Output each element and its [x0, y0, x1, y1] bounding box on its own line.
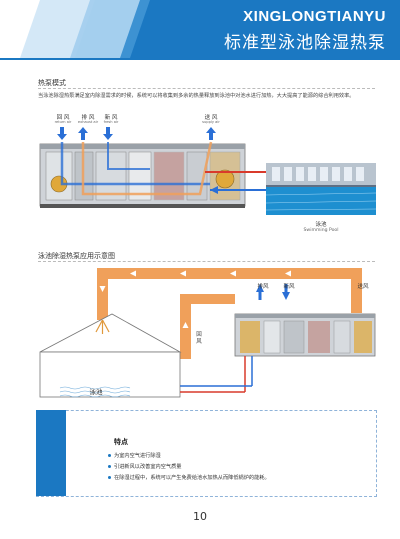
- label-fresh-air-en: fresh air: [103, 120, 119, 124]
- features-accent-bar: [36, 410, 66, 496]
- intro-paragraph: 当泳池除湿热泵满足室内除湿需求的时候，系统可以将收集到多余的热量释放到泳池中对池…: [38, 93, 355, 99]
- page-title: 标准型泳池除湿热泵: [224, 33, 386, 53]
- application-diagram: [39, 268, 376, 398]
- pool-label-en: Swimming Pool: [303, 228, 339, 233]
- label-return: 回风: [196, 332, 202, 345]
- feature-item: 引进新风以改善室内空气质量: [107, 464, 182, 470]
- label-return-air-en: return air: [54, 120, 72, 124]
- airflow-arrows: [57, 127, 216, 140]
- features-title: 特点: [114, 438, 128, 446]
- section-title-application: 泳池除湿热泵应用示意图: [38, 252, 115, 260]
- label-supply-air-en: supply air: [202, 120, 220, 124]
- section-title-heat-pump-mode: 热泵模式: [38, 79, 66, 87]
- feature-item: 为室内空气进行除湿: [108, 453, 161, 459]
- label-fresh: 新风: [283, 284, 295, 290]
- label-exhaust: 排风: [257, 284, 269, 290]
- label-exhaust-air: 排 风: [81, 115, 95, 121]
- features-box: [36, 410, 377, 497]
- section-divider: [38, 261, 375, 262]
- pool-label: 泳池: [315, 222, 327, 228]
- label-supply-air: 送 风: [204, 115, 218, 121]
- swimming-pool-photo: [266, 163, 376, 215]
- feature-item: 在除湿过程中，系统可以产生免费给池水加热从而降低锅炉的能耗。: [108, 475, 270, 481]
- label-return-air: 回 风: [56, 115, 70, 121]
- label-fresh-air: 新 风: [104, 115, 118, 121]
- label-exhaust-air-en: exhaust air: [77, 120, 99, 124]
- label-pool: 泳池: [89, 388, 103, 396]
- page-header: XINGLONGTIANYU 标准型泳池除湿热泵: [0, 0, 400, 62]
- brand-name: XINGLONGTIANYU: [243, 8, 386, 25]
- page-number: 10: [193, 510, 207, 523]
- section-divider: [38, 88, 375, 89]
- header-decoration: [0, 0, 400, 60]
- heat-pump-unit-diagram: [39, 127, 300, 208]
- label-supply: 送风: [357, 284, 369, 290]
